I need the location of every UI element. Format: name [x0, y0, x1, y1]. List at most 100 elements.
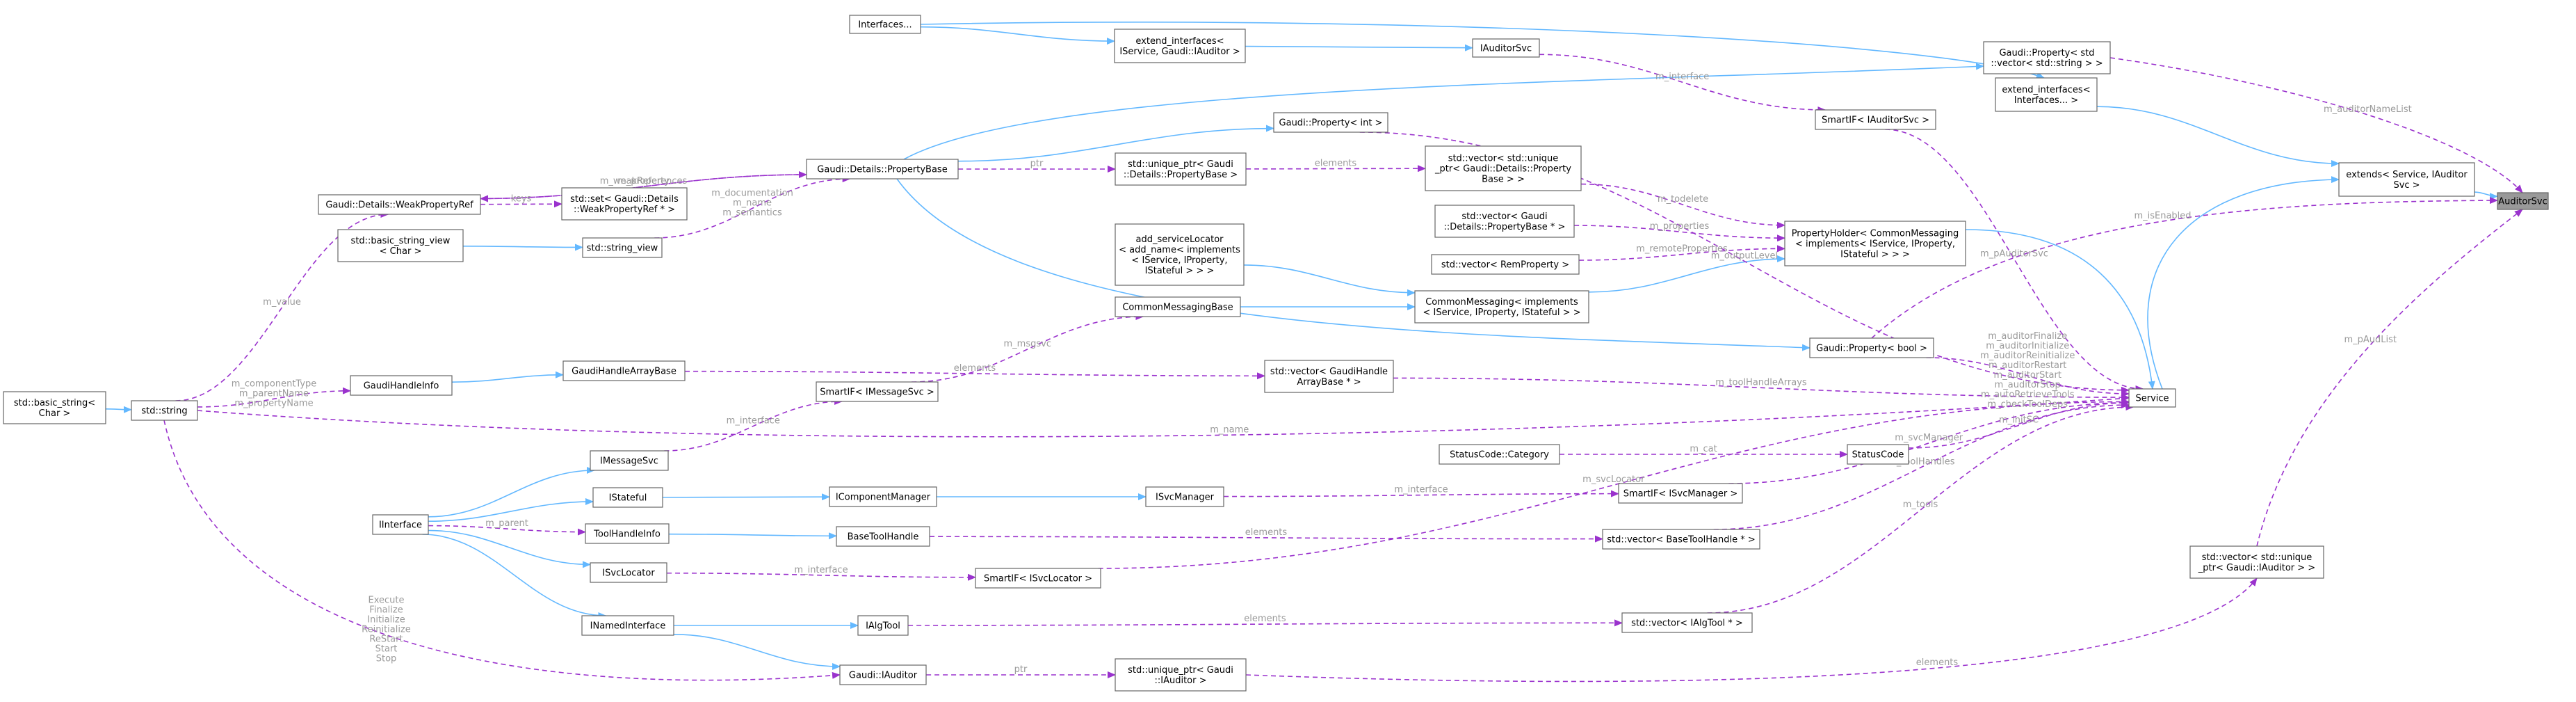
edge-label: m_svcLocator [1582, 474, 1645, 485]
class-node-ISvcManager[interactable]: ISvcManager [1145, 486, 1224, 507]
class-node-std_string[interactable]: std::string [131, 400, 198, 421]
class-node-add_serviceLocator[interactable]: add_serviceLocator< add_name< implements… [1115, 223, 1245, 286]
usage-edge-SmartIF_ISvcManager-to-Service [1728, 399, 2130, 484]
class-node-label: Gaudi::Details::WeakPropertyRef [325, 200, 473, 211]
class-node-box [1434, 205, 1575, 238]
class-node-extend_interfaces1[interactable]: extend_interfaces<IService, Gaudi::IAudi… [1114, 29, 1246, 63]
edge-label: m_toolHandleArrays [1715, 377, 1807, 388]
class-node-label: std::string [141, 406, 187, 417]
class-node-unique_ptr_PropertyBase[interactable]: std::unique_ptr< Gaudi::Details::Propert… [1115, 152, 1247, 186]
class-node-label: IAlgTool [866, 621, 900, 632]
class-node-label: IAuditorSvc [1480, 44, 1532, 54]
class-node-GaudiPropertyInt[interactable]: Gaudi::Property< int > [1273, 112, 1388, 133]
class-node-box [839, 664, 927, 685]
class-node-unique_ptr_GaudiIAuditor[interactable]: std::unique_ptr< Gaudi::IAuditor > [1115, 658, 1247, 692]
class-node-Service[interactable]: Service [2128, 388, 2176, 408]
class-node-vector_IAlgTool[interactable]: std::vector< IAlgTool * > [1621, 612, 1753, 633]
class-node-CommonMessagingBase[interactable]: CommonMessagingBase [1115, 296, 1241, 317]
usage-edge-SmartIF_IAuditorSvc-to-Service [1885, 129, 2144, 392]
class-node-INamedInterface[interactable]: INamedInterface [581, 615, 674, 636]
edge-labels-layer: m_auditorNameListm_interfacem_pAuditorSv… [232, 72, 2412, 675]
class-node-box [1602, 529, 1760, 550]
class-node-Interfaces[interactable]: Interfaces... [849, 15, 921, 34]
inheritance-edge-Interfaces-to-extend_interfaces2 [920, 22, 2045, 79]
class-node-PropertyHolder[interactable]: PropertyHolder< CommonMessaging< impleme… [1784, 221, 1966, 266]
class-node-ToolHandleInfo[interactable]: ToolHandleInfo [585, 523, 670, 544]
inheritance-edge-extends-to-AuditorSvc [2474, 191, 2498, 200]
class-node-box [1784, 221, 1966, 266]
class-node-StatusCode[interactable]: StatusCode [1847, 444, 1909, 465]
class-node-extend_interfaces2[interactable]: extend_interfaces<Interfaces... > [1995, 77, 2098, 112]
class-node-vector_unique_ptr_PropertyBase[interactable]: std::vector< std::unique_ptr< Gaudi::Det… [1425, 145, 1582, 191]
class-node-label: Gaudi::Property< int > [1279, 118, 1383, 129]
class-node-BaseToolHandle[interactable]: BaseToolHandle [836, 526, 930, 547]
edge-label: ptr [1030, 159, 1044, 169]
class-node-box [816, 381, 939, 402]
class-node-IMessageSvc[interactable]: IMessageSvc [590, 450, 669, 471]
class-node-box [2338, 162, 2475, 197]
class-node-PropertyBase[interactable]: Gaudi::Details::PropertyBase [806, 159, 959, 180]
class-node-box [1264, 360, 1394, 393]
edge-label: m_interface [1394, 485, 1448, 495]
class-node-label: GaudiHandleInfo [364, 381, 439, 392]
class-node-set_WeakPropertyRef[interactable]: std::set< Gaudi::Details::WeakPropertyRe… [561, 187, 688, 221]
class-node-box [562, 360, 686, 381]
class-node-ISvcLocator[interactable]: ISvcLocator [590, 562, 667, 583]
class-node-IAuditorSvc[interactable]: IAuditorSvc [1472, 38, 1540, 58]
edge-label: m_isEnabled [2134, 211, 2191, 221]
class-node-IInterface[interactable]: IInterface [372, 514, 429, 535]
class-node-label: IComponentManager [836, 493, 931, 503]
edge-label: m_pAuditorSvc [1980, 249, 2048, 260]
class-node-CommonMessaging[interactable]: CommonMessaging< implements< IService, I… [1414, 290, 1589, 324]
usage-edge-SmartIF_IMessageSvc-to-CommonMessagingBase [912, 313, 1144, 383]
class-node-WeakPropertyRef[interactable]: Gaudi::Details::WeakPropertyRef [318, 194, 481, 215]
class-node-box [581, 615, 674, 636]
class-node-label: CommonMessagingBase [1122, 303, 1233, 313]
class-node-IAlgTool[interactable]: IAlgTool [857, 615, 909, 636]
class-node-box [1114, 29, 1246, 63]
class-node-GaudiIAuditor[interactable]: Gaudi::IAuditor [839, 664, 927, 685]
class-node-vector_RemProperty[interactable]: std::vector< RemProperty > [1431, 254, 1580, 275]
class-node-basic_string[interactable]: std::basic_string<Char > [3, 391, 106, 424]
class-node-box [1618, 483, 1743, 504]
class-node-vector_PropertyBasePtr[interactable]: std::vector< Gaudi::Details::PropertyBas… [1434, 205, 1575, 238]
class-node-GaudiPropertyVecString[interactable]: Gaudi::Property< std::vector< std::strin… [1983, 41, 2111, 74]
inheritance-edge-IInterface-to-ISvcLocator [428, 529, 591, 568]
class-node-GaudiHandleArrayBase[interactable]: GaudiHandleArrayBase [562, 360, 686, 381]
edge-label: m_msgsvc [1004, 339, 1051, 349]
edge-label: ptr [1014, 664, 1028, 675]
class-node-vector_BaseToolHandle[interactable]: std::vector< BaseToolHandle * > [1602, 529, 1760, 550]
class-node-label: extend_interfaces<Interfaces... > [2002, 85, 2090, 106]
class-node-vector_unique_ptr_GaudiIAuditor[interactable]: std::vector< std::unique_ptr< Gaudi::IAu… [2189, 545, 2324, 579]
class-node-label: ToolHandleInfo [593, 529, 661, 540]
usage-edge-string_view-to-PropertyBase [654, 175, 851, 239]
class-node-SmartIF_IMessageSvc[interactable]: SmartIF< IMessageSvc > [816, 381, 939, 402]
class-node-string_view[interactable]: std::string_view [582, 237, 663, 258]
class-node-box [592, 487, 663, 508]
class-node-label: SmartIF< ISvcLocator > [984, 574, 1092, 584]
class-node-GaudiHandleInfo[interactable]: GaudiHandleInfo [350, 375, 453, 396]
class-node-SmartIF_ISvcLocator[interactable]: SmartIF< ISvcLocator > [975, 568, 1101, 589]
edge-label: m_value [263, 297, 301, 308]
class-node-basic_string_view[interactable]: std::basic_string_view< Char > [337, 229, 464, 262]
class-node-GaudiPropertyBool[interactable]: Gaudi::Property< bool > [1809, 337, 1934, 358]
inheritance-edge-PropertyBase-to-GaudiPropertyBool [896, 178, 1811, 351]
class-node-label: GaudiHandleArrayBase [572, 367, 677, 377]
class-node-SmartIF_ISvcManager[interactable]: SmartIF< ISvcManager > [1618, 483, 1743, 504]
class-node-SmartIF_IAuditorSvc[interactable]: SmartIF< IAuditorSvc > [1815, 109, 1936, 130]
class-node-AuditorSvc[interactable]: AuditorSvc [2497, 192, 2549, 210]
usage-edge-IInterface-to-ToolHandleInfo [428, 525, 586, 536]
class-node-label: AuditorSvc [2498, 197, 2547, 207]
class-node-box [1431, 254, 1580, 275]
class-node-StatusCodeCategory[interactable]: StatusCode::Category [1439, 444, 1560, 465]
class-node-IComponentManager[interactable]: IComponentManager [829, 486, 937, 507]
class-node-box [1815, 109, 1936, 130]
class-node-box [585, 523, 670, 544]
class-node-label: std::vector< BaseToolHandle * > [1607, 535, 1756, 545]
class-node-IStateful[interactable]: IStateful [592, 487, 663, 508]
